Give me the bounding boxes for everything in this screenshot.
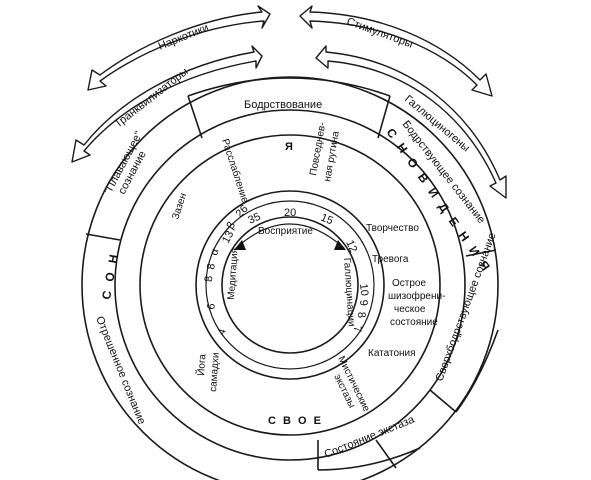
hallucinations-label: Галлюцинации — [341, 257, 357, 326]
perception-arrowhead-left — [234, 240, 246, 250]
son-label: С О Н — [99, 250, 121, 300]
scale-number: 4 — [216, 327, 229, 337]
scale-number: 13 — [220, 229, 236, 245]
svoe-label: С В О Е — [268, 415, 323, 427]
outer-ring-outer-edge — [81, 76, 499, 480]
scale-number: 7 — [351, 326, 363, 332]
perception-label: Восприятие — [258, 226, 313, 237]
outer-divider-right — [465, 249, 497, 257]
scale-number: 20 — [284, 207, 296, 219]
yoga-label-line2: самадхи — [208, 352, 222, 392]
wakefulness-top-arc — [187, 77, 391, 97]
relaxation-label: Расслабление — [219, 137, 251, 205]
detached-label: Отрешенное сознание — [93, 315, 147, 426]
outer-divider-left — [85, 233, 121, 241]
superwaking-outer-arc — [455, 329, 499, 413]
outer-divider-bottom-right — [429, 389, 457, 413]
scale-number: 10 — [357, 283, 370, 296]
inner-scale-ring-inner — [221, 216, 359, 354]
middle-ring-inner — [195, 190, 385, 380]
ecstasy-outer-arc — [317, 447, 421, 471]
tranquilizers-label: Транквилизаторы — [112, 66, 190, 131]
middle-ring-outer — [139, 134, 441, 436]
schizo-label-line3: ческое — [394, 304, 426, 315]
scale-number: 6 — [205, 302, 218, 310]
scale-number: 12 — [343, 238, 359, 254]
scale-number: 8 — [355, 312, 367, 319]
tranquilizers-arrow — [71, 45, 263, 163]
schizo-label-line2: шизофрени- — [388, 290, 445, 302]
anxiety-label: Тревога — [372, 254, 409, 265]
zazen-label: Зазен — [170, 192, 189, 221]
greek-beta: β — [225, 220, 238, 232]
inner-scale-ring-outer — [205, 200, 375, 370]
catatonia-label: Кататония — [368, 348, 416, 359]
outer-ring-inner-edge — [114, 109, 466, 461]
wakefulness-right-divider — [377, 95, 391, 139]
perception-arc — [235, 223, 345, 249]
ecstasy-state-label: Состояние экстаза — [323, 413, 417, 460]
scale-number: 9 — [357, 299, 369, 306]
ya-label: Я — [285, 141, 295, 153]
scale-number: 35 — [246, 211, 262, 227]
greek-alpha: α — [208, 247, 221, 257]
scale-number: 8 — [205, 263, 218, 271]
creativity-label: Творчество — [366, 223, 419, 234]
schizo-label-line4: состояние — [390, 317, 438, 328]
wakefulness-left-divider — [187, 95, 203, 139]
schizo-label-line1: Острое — [392, 278, 426, 289]
stimulants-arrow — [299, 5, 493, 97]
scale-number: 8 — [203, 276, 215, 283]
outer-divider-bottom — [375, 439, 397, 469]
yoga-label-line1: Йога — [194, 353, 209, 376]
meditation-label: Медитация — [226, 248, 241, 301]
hallucinogens-arrow — [315, 45, 507, 199]
perception-arrowhead-right — [334, 240, 346, 250]
wakefulness-label: Бодрствование — [244, 99, 322, 111]
superwaking-label: Сверхбодрствующее сознание — [434, 231, 499, 383]
narcotics-arrow — [87, 5, 271, 91]
scale-number: 15 — [319, 212, 335, 228]
